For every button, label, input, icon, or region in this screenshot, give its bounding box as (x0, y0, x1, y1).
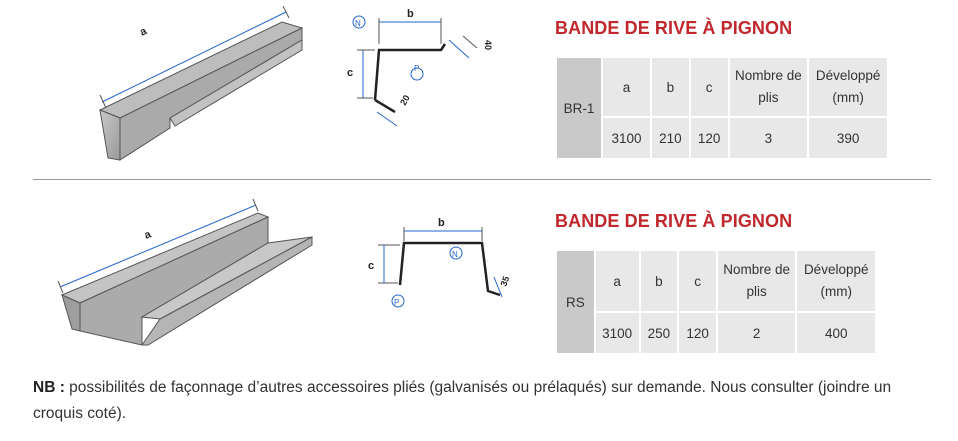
header-a: a (595, 251, 639, 311)
profile-label-40: 40 (483, 40, 493, 50)
iso-drawing-rs: a (57, 198, 313, 346)
profile-label-20: 20 (398, 93, 412, 107)
header-c: c (690, 58, 728, 116)
spec-table-br1: BR-1 a b c Nombre de plis Développé (mm)… (555, 56, 889, 160)
profile-label-n: N (452, 250, 458, 259)
header-developpe: Développé (mm) (797, 251, 875, 311)
iso-label-a: a (143, 228, 154, 242)
value-a: 3100 (602, 118, 650, 158)
spec-table-rs: RS a b c Nombre de plis Développé (mm) 3… (555, 249, 877, 355)
profile-label-c: c (368, 260, 374, 272)
iso-label-a: a (138, 25, 150, 39)
profile-drawing-rs: b c N P 35 (368, 217, 511, 308)
profile-label-c: c (347, 67, 353, 79)
value-nombre-plis: 2 (717, 313, 796, 353)
header-developpe: Développé (mm) (809, 58, 887, 116)
header-nombre-plis: Nombre de plis (717, 251, 796, 311)
header-c: c (679, 251, 716, 311)
value-nombre-plis: 3 (729, 118, 808, 158)
profile-drawing-br1: b c N P 40 20 (347, 8, 493, 127)
header-b: b (651, 58, 689, 116)
header-b: b (640, 251, 678, 311)
value-c: 120 (690, 118, 728, 158)
footnote-text: possibilités de façonnage d’autres acces… (33, 379, 892, 422)
profile-label-p: P (414, 64, 419, 73)
section-divider (33, 179, 931, 180)
profile-label-p: P (394, 298, 399, 307)
profile-label-b: b (407, 8, 414, 20)
product-code-cell: BR-1 (557, 58, 601, 158)
section-title-br1: BANDE DE RIVE À PIGNON (555, 18, 793, 38)
footnote-label: NB : (33, 379, 65, 396)
profile-label-35: 35 (498, 275, 511, 288)
product-code-cell: RS (557, 251, 594, 353)
header-nombre-plis: Nombre de plis (729, 58, 808, 116)
value-b: 250 (640, 313, 678, 353)
profile-label-n: N (355, 19, 361, 28)
value-b: 210 (651, 118, 689, 158)
header-a: a (602, 58, 650, 116)
footnote: NB : possibilités de façonnage d’autres … (33, 375, 943, 427)
value-c: 120 (679, 313, 716, 353)
section-title-rs: BANDE DE RIVE À PIGNON (555, 211, 793, 231)
value-developpe: 400 (797, 313, 875, 353)
value-a: 3100 (595, 313, 639, 353)
iso-drawing-br1: a (98, 5, 304, 161)
profile-label-b: b (438, 217, 445, 229)
value-developpe: 390 (809, 118, 887, 158)
